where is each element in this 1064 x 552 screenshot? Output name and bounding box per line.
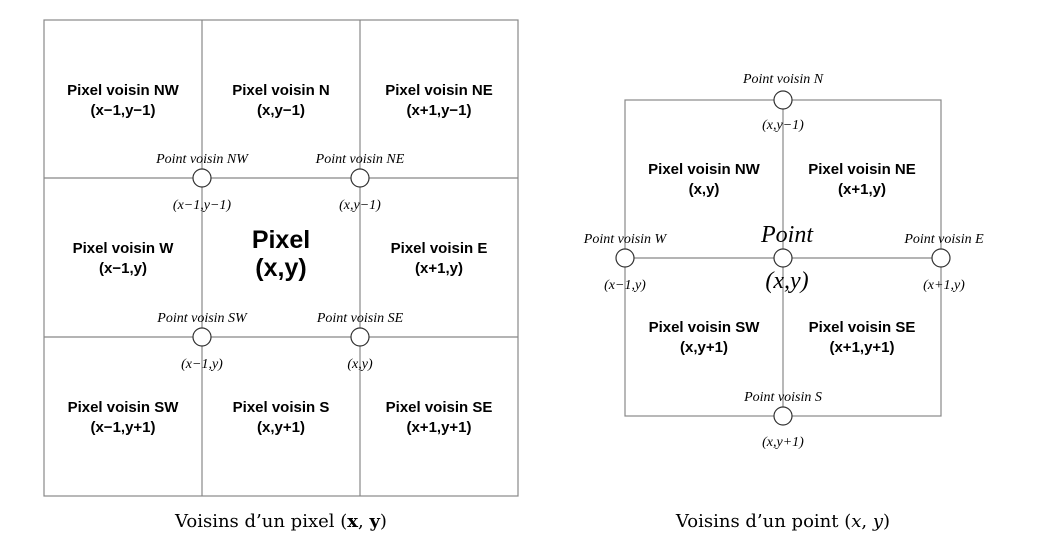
cell-nw-label: Pixel voisin NW: [648, 161, 761, 178]
point-center-coords: (x,y): [765, 268, 808, 294]
cell-ne-label: Pixel voisin NE: [808, 161, 916, 178]
point-ne-marker: [350, 168, 370, 188]
cell-w-coords: (x−1,y): [99, 260, 147, 277]
cell-ne-label: Pixel voisin NE: [385, 82, 493, 99]
point-n-marker: [773, 90, 793, 110]
pixel-grid-border: [43, 19, 519, 497]
point-w-label: Point voisin W: [583, 232, 668, 247]
cell-nw-label: Pixel voisin NW: [67, 82, 180, 99]
point-nw-coords: (x−1,y−1): [173, 198, 231, 213]
point-w-marker: [615, 248, 635, 268]
cell-sw-label: Pixel voisin SW: [68, 399, 180, 416]
cell-ne-coords: (x+1,y): [838, 181, 886, 198]
cell-ne-coords: (x+1,y−1): [406, 102, 471, 119]
point-se-label: Point voisin SE: [316, 311, 404, 326]
cell-e-label: Pixel voisin E: [391, 240, 488, 257]
cell-e-coords: (x+1,y): [415, 260, 463, 277]
cell-se-coords: (x+1,y+1): [406, 419, 471, 436]
point-neighbours-diagram: Pixel voisin NW (x,y) Pixel voisin NE (x…: [583, 72, 984, 532]
point-s-coords: (x,y+1): [762, 435, 804, 450]
cell-s-label: Pixel voisin S: [233, 399, 330, 416]
point-center-marker: [773, 248, 793, 268]
cell-se-label: Pixel voisin SE: [809, 319, 916, 336]
cell-sw-coords: (x,y+1): [680, 339, 728, 356]
cell-se-coords: (x+1,y+1): [829, 339, 894, 356]
cell-se-label: Pixel voisin SE: [386, 399, 493, 416]
point-se-coords: (x,y): [347, 357, 373, 372]
caption-point: Voisins d’un point (x, y): [675, 511, 890, 532]
cell-w-label: Pixel voisin W: [73, 240, 175, 257]
point-s-marker: [773, 406, 793, 426]
cell-n-coords: (x,y−1): [257, 102, 305, 119]
point-nw-label: Point voisin NW: [155, 152, 249, 167]
point-ne-coords: (x,y−1): [339, 198, 381, 213]
caption-pixel: Voisins d’un pixel (x, y): [174, 511, 387, 532]
cell-sw-label: Pixel voisin SW: [649, 319, 761, 336]
cell-sw-coords: (x−1,y+1): [90, 419, 155, 436]
cell-nw-coords: (x−1,y−1): [90, 102, 155, 119]
pixel-neighbours-diagram: Pixel voisin NW (x−1,y−1) Pixel voisin N…: [43, 19, 519, 532]
point-e-coords: (x+1,y): [923, 278, 965, 293]
point-center-label: Point: [760, 222, 814, 248]
point-e-marker: [931, 248, 951, 268]
cell-center-coords: (x,y): [255, 254, 306, 282]
point-ne-label: Point voisin NE: [315, 152, 405, 167]
cell-s-coords: (x,y+1): [257, 419, 305, 436]
point-nw-marker: [192, 168, 212, 188]
point-n-coords: (x,y−1): [762, 118, 804, 133]
cell-n-label: Pixel voisin N: [232, 82, 330, 99]
point-s-label: Point voisin S: [743, 390, 822, 405]
cell-center-label: Pixel: [252, 226, 310, 254]
point-w-coords: (x−1,y): [604, 278, 646, 293]
point-e-label: Point voisin E: [903, 232, 984, 247]
point-sw-coords: (x−1,y): [181, 357, 223, 372]
point-sw-marker: [192, 327, 212, 347]
point-n-label: Point voisin N: [742, 72, 824, 87]
point-sw-label: Point voisin SW: [156, 311, 248, 326]
point-se-marker: [350, 327, 370, 347]
cell-nw-coords: (x,y): [689, 181, 720, 198]
